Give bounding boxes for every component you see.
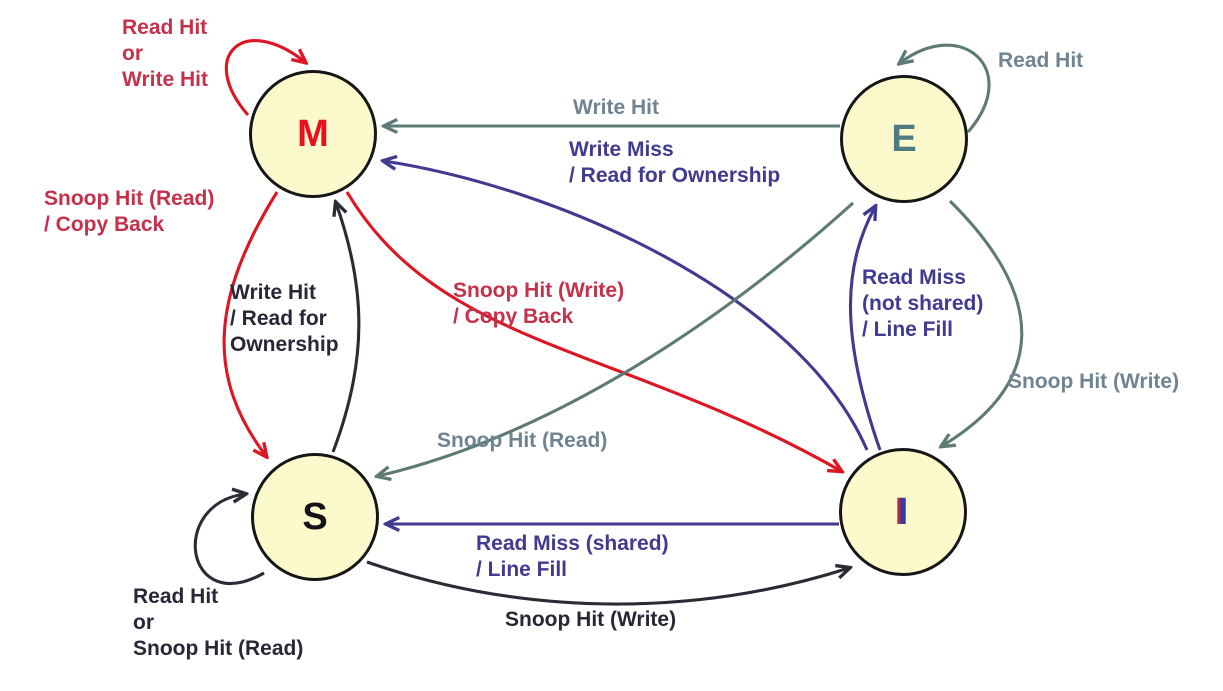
- edge-label-line: Snoop Hit (Write): [1008, 370, 1180, 393]
- edge-label-line: Read Miss (shared): [476, 532, 669, 555]
- edge-label-line: Read Miss: [862, 266, 966, 289]
- state-letter-i: I: [897, 490, 909, 533]
- edge-label-e-self: Read Hit: [998, 48, 1083, 74]
- edge-label-line: / Line Fill: [476, 558, 568, 581]
- edge-label-line: Write Miss: [569, 138, 674, 161]
- edge-label-i-to-s: Read Miss (shared) / Line Fill: [476, 531, 669, 583]
- transition-arrow-s-to-m: [331, 203, 361, 453]
- edge-label-line: Snoop Hit (Read): [44, 187, 215, 210]
- transition-arrow-e-to-s: [378, 201, 855, 476]
- edge-label-line: / Read for Ownership: [569, 164, 781, 187]
- edge-label-s-to-i: Snoop Hit (Write): [505, 607, 676, 633]
- transition-arrow-i-to-e: [849, 207, 882, 451]
- edge-label-line: Read Hit: [133, 585, 219, 608]
- edge-label-line: Write Hit: [122, 68, 208, 91]
- edge-label-e-to-s: Snoop Hit (Read): [437, 428, 607, 454]
- transition-arrow-e-self: [900, 43, 991, 134]
- edge-label-line: / Copy Back: [453, 305, 574, 328]
- edge-label-line: Snoop Hit (Write): [505, 608, 677, 631]
- edge-label-line: Read Hit: [998, 49, 1084, 72]
- state-letter-s: S: [302, 495, 328, 538]
- state-node-s: S: [251, 453, 379, 581]
- state-node-i: I: [839, 448, 967, 576]
- edge-label-m-to-i: Snoop Hit (Write) / Copy Back: [453, 278, 624, 330]
- transition-arrow-s-self: [193, 494, 265, 585]
- edge-label-line: / Copy Back: [44, 213, 165, 236]
- transition-arrow-i-to-m: [384, 161, 869, 451]
- edge-label-line: Write Hit: [573, 96, 659, 119]
- edge-label-line: Snoop Hit (Read): [133, 637, 304, 660]
- edge-label-i-to-m: Write Miss / Read for Ownership: [569, 137, 780, 189]
- state-node-m: M: [249, 70, 377, 198]
- state-node-e: E: [840, 75, 968, 203]
- edge-label-e-to-m: Write Hit: [573, 95, 659, 121]
- edge-label-line: Snoop Hit (Read): [437, 429, 608, 452]
- edge-label-line: (not shared): [862, 292, 984, 315]
- edge-label-line: Read Hit: [122, 16, 208, 39]
- edge-label-line: / Read for: [230, 307, 327, 330]
- state-letter-e: E: [891, 117, 917, 160]
- edge-label-line: / Line Fill: [862, 318, 954, 341]
- transition-arrow-m-to-i: [345, 191, 841, 471]
- state-letter-m: M: [297, 112, 329, 155]
- edge-label-line: or: [133, 611, 154, 634]
- transition-arrow-m-self: [225, 39, 305, 117]
- transition-arrow-m-to-s: [222, 191, 279, 456]
- edge-label-line: or: [122, 42, 143, 65]
- transition-arrow-s-to-i: [366, 560, 849, 606]
- edge-label-i-to-e: Read Miss (not shared) / Line Fill: [862, 265, 983, 343]
- edge-label-e-to-i: Snoop Hit (Write): [1008, 369, 1179, 395]
- edge-label-line: Write Hit: [230, 281, 316, 304]
- transition-arrow-e-to-i: [942, 199, 1024, 446]
- edge-label-line: Ownership: [230, 333, 339, 356]
- edge-label-line: Snoop Hit (Write): [453, 279, 625, 302]
- edge-label-m-to-s: Snoop Hit (Read) / Copy Back: [44, 186, 214, 238]
